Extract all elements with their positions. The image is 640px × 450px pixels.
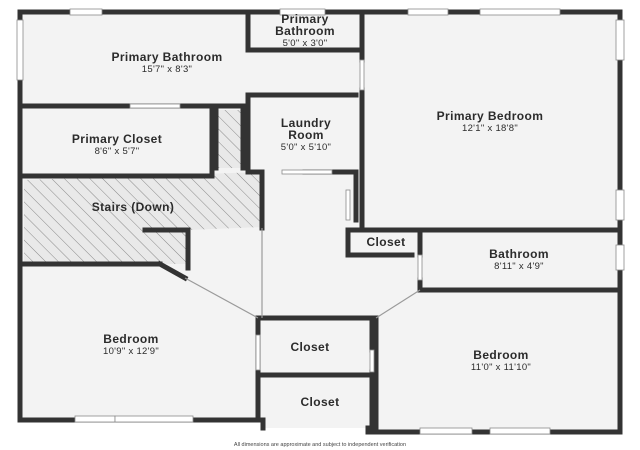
room-name-bedroom-right: Bedroom (473, 348, 528, 362)
room-name-primary-bathroom: Primary Bathroom (111, 50, 222, 64)
stairs-hatch (24, 172, 262, 264)
room-dim-bathroom: 8'11" x 4'9" (494, 261, 544, 272)
room-name-primary-bedroom: Primary Bedroom (437, 109, 544, 123)
room-name-stairs: Stairs (Down) (92, 200, 175, 214)
room-label-primary-bedroom: Primary Bedroom 12'1" x 18'8" (437, 109, 544, 134)
room-dim-bedroom-left: 10'9" x 12'9" (103, 346, 159, 357)
room-label-closet-lower: Closet (300, 395, 339, 409)
room-label-stairs: Stairs (Down) (92, 200, 175, 214)
room-name-bedroom-left: Bedroom (103, 332, 158, 346)
room-label-bedroom-right: Bedroom 11'0" x 11'10" (471, 348, 531, 373)
room-name-closet-lower: Closet (300, 395, 339, 409)
room-name-primary-bathroom-small-line2: Bathroom (275, 24, 335, 38)
room-name-closet-mid: Closet (290, 340, 329, 354)
room-dim-primary-bathroom-small: 5'0" x 3'0" (283, 38, 328, 49)
room-name-laundry-room-line2: Room (288, 128, 324, 142)
room-name-laundry-room-line1: Laundry (281, 116, 331, 130)
room-name-primary-closet: Primary Closet (72, 132, 162, 146)
room-label-bathroom: Bathroom 8'11" x 4'9" (489, 247, 549, 272)
room-label-primary-bathroom-small: Primary Bathroom 5'0" x 3'0" (275, 12, 335, 49)
room-label-closet-mid: Closet (290, 340, 329, 354)
room-label-closet-upper: Closet (366, 235, 405, 249)
room-dim-bedroom-right: 11'0" x 11'10" (471, 362, 531, 373)
room-dim-primary-closet: 8'6" x 5'7" (95, 146, 140, 157)
room-label-primary-closet: Primary Closet 8'6" x 5'7" (72, 132, 162, 157)
disclaimer-text: All dimensions are approximate and subje… (234, 442, 406, 448)
floor-area (20, 12, 620, 432)
room-label-bedroom-left: Bedroom 10'9" x 12'9" (103, 332, 159, 357)
room-label-primary-bathroom: Primary Bathroom 15'7" x 8'3" (111, 50, 222, 75)
windows (16, 8, 625, 435)
room-dim-primary-bathroom: 15'7" x 8'3" (142, 64, 192, 75)
room-name-closet-upper: Closet (366, 235, 405, 249)
room-dim-primary-bedroom: 12'1" x 18'8" (462, 123, 518, 134)
room-label-laundry-room: Laundry Room 5'0" x 5'10" (281, 116, 331, 153)
room-dim-laundry-room: 5'0" x 5'10" (281, 142, 331, 153)
room-name-bathroom: Bathroom (489, 247, 549, 261)
door-lines (184, 228, 421, 319)
room-name-primary-bathroom-small-line1: Primary (281, 12, 329, 26)
shaft-hatch (216, 110, 243, 168)
